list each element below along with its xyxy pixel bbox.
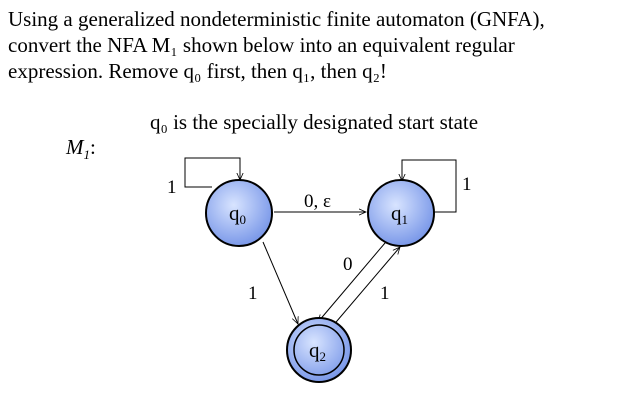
edge-q0-q2 [262, 241, 298, 324]
self-loop-q1 [402, 159, 457, 213]
edge-q2-q1 [330, 247, 400, 329]
machine-colon: : [90, 135, 96, 159]
state-q0-label: q0 [229, 201, 246, 227]
label-q0-q1: 0, ε [304, 191, 331, 212]
edge-q1-q2 [318, 242, 386, 322]
label-q2-q1: 1 [380, 283, 390, 304]
start-state-note: q₀ is the specially designated start sta… [150, 110, 479, 134]
state-q0: q0 [205, 179, 273, 247]
problem-line-1: Using a generalized nondeterministic fin… [8, 7, 545, 31]
problem-line-3: expression. Remove q₀ first, then q₁, th… [8, 59, 387, 83]
label-q1-q2: 0 [343, 254, 353, 275]
self-loop-q0 [184, 157, 240, 188]
problem-line-2: convert the NFA M₁ shown below into an e… [8, 33, 515, 57]
machine-name: M [66, 135, 84, 159]
machine-subscript: 1 [83, 147, 91, 163]
state-q2: q2 [286, 317, 352, 383]
problem-statement: Using a generalized nondeterministic fin… [8, 6, 608, 84]
machine-label: M1: [66, 134, 96, 168]
label-q0-q2: 1 [248, 283, 258, 304]
state-q2-label: q2 [309, 338, 326, 364]
label-q1-q1: 1 [462, 174, 472, 195]
label-q0-q0: 1 [167, 177, 177, 198]
state-q1-label: q1 [391, 201, 408, 227]
state-q1: q1 [367, 179, 435, 247]
